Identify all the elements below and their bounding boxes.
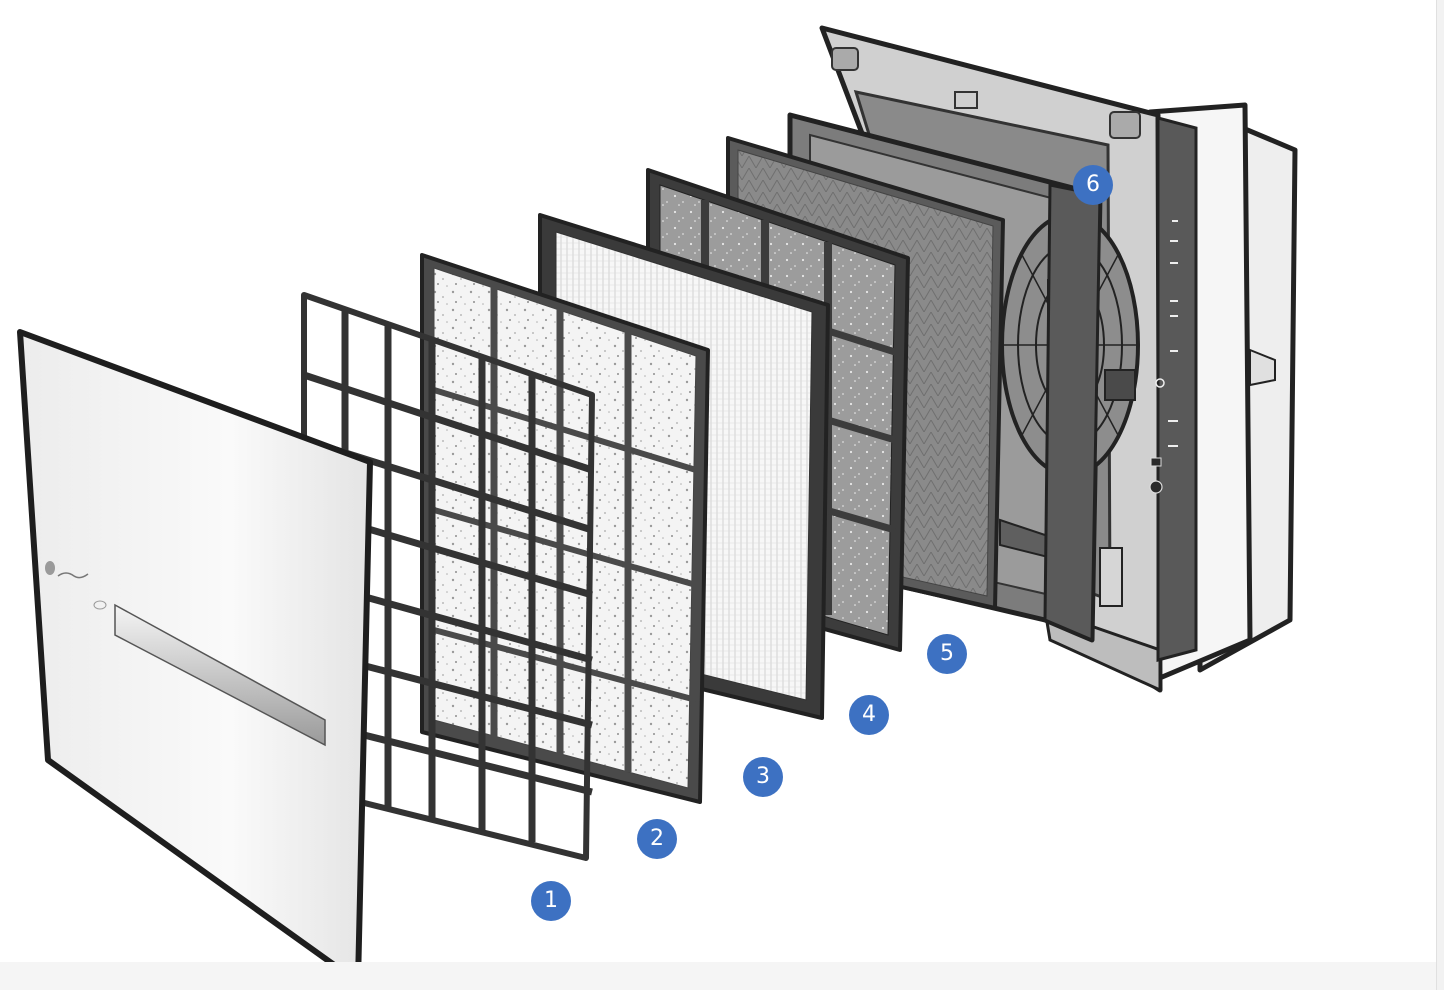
part-number-badge-4: 4 [849, 695, 889, 735]
scrollbar-track[interactable] [1436, 0, 1444, 990]
part-number-badge-6: 6 [1073, 165, 1113, 205]
part-number-badge-2: 2 [637, 819, 677, 859]
diagram-art [17, 25, 1298, 962]
part-number-badge-3: 3 [743, 757, 783, 797]
pre-filter-light [420, 253, 710, 804]
bottom-edge [0, 962, 1436, 990]
part-number-badge-5: 5 [927, 634, 967, 674]
part-number-badge-1: 1 [531, 881, 571, 921]
front-panel [17, 329, 373, 962]
